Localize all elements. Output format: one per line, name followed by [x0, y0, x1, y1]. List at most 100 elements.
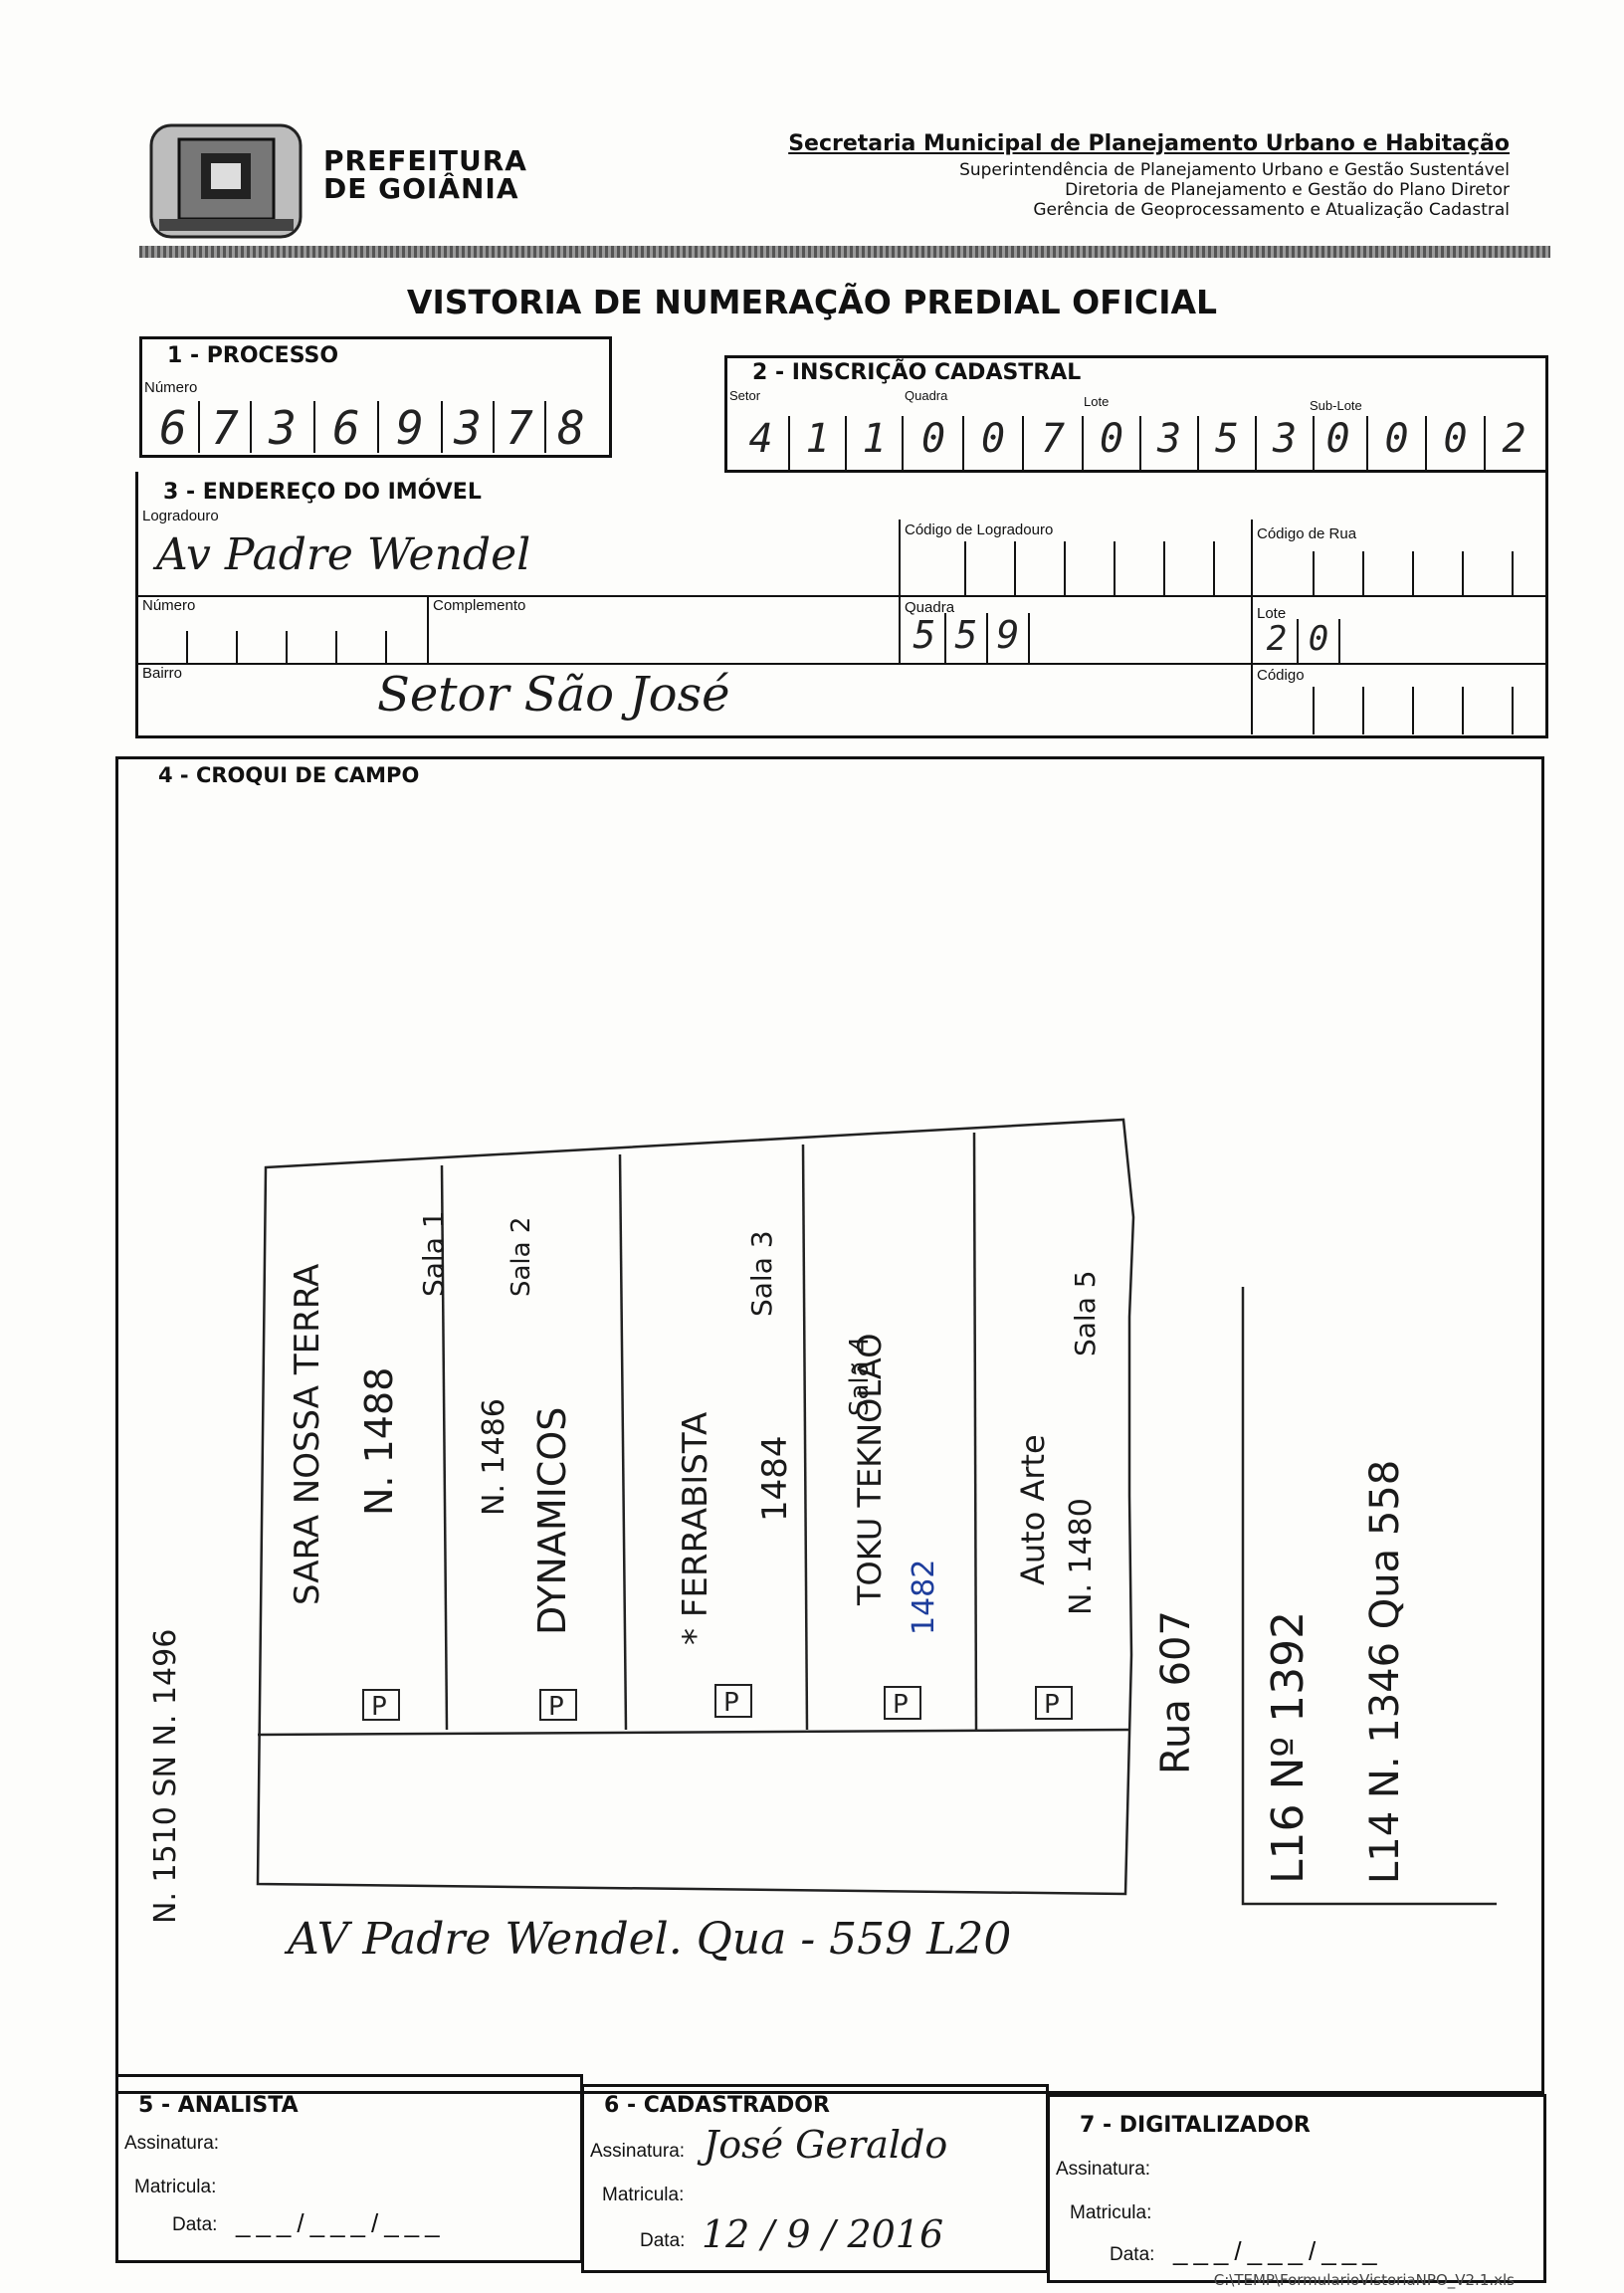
lote-digit: 0	[1084, 416, 1141, 470]
cell-tick	[1412, 551, 1414, 595]
column-divider	[1251, 520, 1253, 734]
sublote-digit: 2	[1502, 416, 1526, 462]
cell-tick	[236, 631, 238, 665]
digitalizador-data-label: Data:	[1110, 2244, 1155, 2265]
form-title: VISTORIA DE NUMERAÇÃO PREDIAL OFICIAL	[406, 283, 1218, 321]
lot-divider	[972, 1132, 978, 1731]
lot1-number: N. 1488	[357, 1366, 401, 1516]
digitalizador-assinatura-label: Assinatura:	[1056, 2159, 1151, 2180]
department-block: Secretaria Municipal de Planejamento Urb…	[788, 131, 1510, 220]
row-divider	[138, 595, 1547, 597]
quadra-label: Quadra	[905, 388, 948, 403]
lot-divider	[618, 1153, 628, 1731]
parking-mark-label: P	[723, 1688, 739, 1718]
analista-assinatura-label: Assinatura:	[124, 2133, 220, 2154]
quadra-digit: 5	[946, 613, 988, 663]
lot5-name: Auto Arte	[1014, 1434, 1052, 1585]
quadra-digit: 0	[964, 416, 1024, 470]
lot1-sala: Sala 1	[417, 1210, 450, 1297]
digitalizador-data-value: ___/___/___	[1173, 2236, 1383, 2266]
department-line2: Superintendência de Planejamento Urbano …	[959, 160, 1510, 180]
cadastrador-assinatura-label: Assinatura:	[590, 2141, 686, 2162]
setor-digit: 1	[847, 416, 904, 470]
endereco-section: 3 - ENDEREÇO DO IMÓVEL Logradouro Av Pad…	[135, 472, 1548, 738]
processo-title: 1 - PROCESSO	[167, 343, 339, 368]
sublote-digit: 0	[1310, 416, 1368, 470]
lote-digit: 2	[1257, 619, 1299, 663]
digitalizador-section: 7 - DIGITALIZADOR Assinatura: Matricula:…	[1047, 2094, 1546, 2283]
lot1-name: SARA NOSSA TERRA	[288, 1263, 327, 1605]
lot-divider	[801, 1144, 809, 1731]
sublote-label: Sub-Lote	[1310, 398, 1362, 413]
cell-tick	[1064, 541, 1066, 595]
header-divider	[139, 246, 1550, 258]
lote-digit: 0	[1299, 619, 1340, 663]
analista-data-label: Data:	[172, 2214, 218, 2235]
cell-tick	[1462, 551, 1464, 595]
org-name: PREFEITURA DE GOIÂNIA	[323, 147, 527, 203]
logradouro-label: Logradouro	[142, 508, 219, 524]
cadastrador-section: 6 - CADASTRADOR Assinatura: José Geraldo…	[581, 2084, 1049, 2273]
lot2-number: N. 1486	[477, 1398, 511, 1516]
inscricao-section: 2 - INSCRIÇÃO CADASTRAL Setor Quadra Lot…	[724, 355, 1548, 473]
lote-label: Lote	[1257, 605, 1287, 622]
parking-mark	[714, 1684, 752, 1718]
sublote-digit: 0	[1427, 416, 1486, 470]
lot5-sala: Sala 5	[1069, 1270, 1102, 1356]
processo-digit: 3	[252, 401, 315, 455]
column-divider	[899, 520, 901, 665]
footer-file-path: C:\TEMP\FormularioVistoriaNPO_V2.1.xls	[1213, 2271, 1515, 2289]
department-line3: Diretoria de Planejamento e Gestão do Pl…	[1065, 180, 1510, 200]
croqui-section: 4 - CROQUI DE CAMPO P P P P P SARA NOSSA…	[115, 756, 1544, 2094]
quadra-digits: 0 0 7	[905, 416, 1084, 470]
cell-tick	[1362, 551, 1364, 595]
complemento-label: Complemento	[433, 597, 526, 614]
cadastrador-data-value: 12 / 9 / 2016	[702, 2212, 944, 2256]
processo-numero-label: Número	[144, 379, 198, 396]
lot4-number: 1482	[907, 1559, 941, 1635]
lot5-number: N. 1480	[1064, 1498, 1099, 1615]
cell-tick	[1163, 541, 1165, 595]
processo-digit: 7	[200, 401, 252, 455]
cadastrador-title: 6 - CADASTRADOR	[604, 2093, 830, 2118]
quadra-digit: 5	[905, 613, 946, 663]
lot4-sala: Sala 4	[845, 1336, 875, 1416]
cell-tick	[1462, 687, 1464, 734]
cell-tick	[1412, 687, 1414, 734]
processo-digit: 7	[495, 401, 546, 455]
codigo-logradouro-label: Código de Logradouro	[905, 521, 1054, 538]
department-line4: Gerência de Geoprocessamento e Atualizaç…	[1033, 200, 1510, 220]
parking-mark	[1035, 1686, 1073, 1720]
setor-digit: 4	[733, 416, 790, 470]
endereco-title: 3 - ENDEREÇO DO IMÓVEL	[163, 480, 482, 505]
digitalizador-title: 7 - DIGITALIZADOR	[1080, 2113, 1311, 2138]
analista-section: 5 - ANALISTA Assinatura: Matricula: Data…	[115, 2074, 583, 2263]
digitalizador-matricula-label: Matricula:	[1070, 2202, 1152, 2223]
quadra-digit: 0	[905, 416, 964, 470]
city-seal-logo	[139, 117, 313, 247]
cell-tick	[1512, 687, 1514, 734]
org-name-line1: PREFEITURA	[323, 144, 527, 177]
cell-tick	[1114, 541, 1116, 595]
building-outline	[256, 1118, 1135, 1896]
processo-digit: 3	[443, 401, 495, 455]
lote-label: Lote	[1084, 394, 1110, 409]
cell-tick	[286, 631, 288, 665]
processo-digit: 6	[148, 401, 200, 455]
croqui-title: 4 - CROQUI DE CAMPO	[158, 763, 420, 787]
numero-label: Número	[142, 597, 196, 614]
adjacent-lot-16: L16 Nº 1392	[1263, 1610, 1314, 1884]
parking-mark-label: P	[548, 1692, 564, 1722]
sublote-digits: 0 0 0 2	[1310, 416, 1542, 470]
org-name-line2: DE GOIÂNIA	[323, 172, 519, 205]
bottom-street-label: AV Padre Wendel. Qua - 559 L20	[288, 1914, 1012, 1965]
parking-mark	[884, 1686, 921, 1720]
cell-tick	[186, 631, 188, 665]
lot-divider	[440, 1164, 449, 1731]
bairro-value: Setor São José	[377, 667, 730, 723]
cell-tick	[1362, 687, 1364, 734]
analista-title: 5 - ANALISTA	[138, 2093, 299, 2118]
cell-tick	[385, 631, 387, 665]
parking-mark	[362, 1689, 400, 1721]
lote-digits: 2 0	[1257, 619, 1340, 663]
